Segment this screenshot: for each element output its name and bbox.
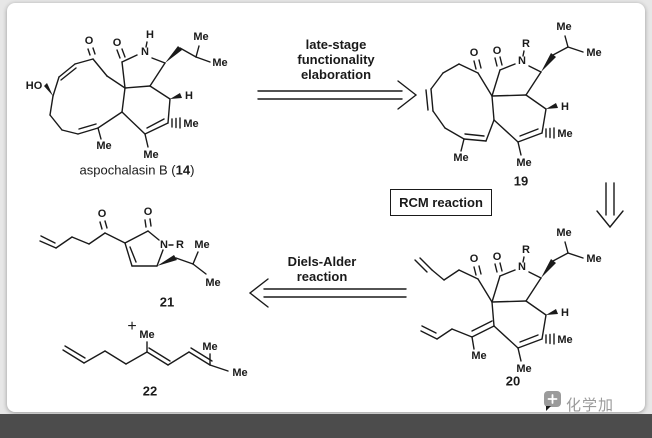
atom-label-H: H: [561, 101, 569, 113]
caption-text: ): [190, 162, 195, 178]
caption-compound-21: 21: [159, 294, 175, 310]
arrow-label-line: functionality: [297, 52, 375, 67]
structure-21: O N R O Me Me: [39, 206, 221, 289]
structure-19: O N R H Me Me Me Me O: [425, 21, 602, 169]
atom-label-Me: Me: [193, 31, 208, 43]
atom-label-Me: Me: [183, 118, 198, 130]
rcm-reaction-box: RCM reaction: [390, 189, 492, 216]
structure-20: O N R H Me Me Me Me O: [414, 227, 602, 375]
atom-label-N: N: [518, 55, 526, 67]
compound-number-14: 14: [175, 162, 191, 178]
structure-aspochalasin-b: O N H H Me Me Me Me O: [26, 29, 228, 161]
atom-label-Me: Me: [143, 149, 158, 161]
atom-label-Me: Me: [516, 363, 531, 375]
atom-label-Me: Me: [232, 367, 247, 379]
retro-arrow-right: [257, 80, 417, 110]
atom-label-H: H: [146, 29, 154, 41]
atom-label-Me: Me: [212, 57, 227, 69]
retro-arrow-left: [249, 278, 407, 308]
atom-label-Me: Me: [453, 152, 468, 164]
atom-label-Me: Me: [202, 341, 217, 353]
atom-label-O: O: [470, 47, 479, 59]
atom-label-O: O: [85, 35, 94, 47]
atom-label-Me: Me: [557, 334, 572, 346]
structure-22: Me Me Me: [62, 329, 248, 379]
arrow-label-line: Diels-Alder: [287, 254, 357, 269]
caption-aspochalasin-b: aspochalasin B (14): [80, 163, 195, 178]
atom-label-Me: Me: [96, 140, 111, 152]
atom-label-Me: Me: [139, 329, 154, 341]
atom-label-R: R: [522, 38, 530, 50]
atom-label-O: O: [493, 45, 502, 57]
arrow-label-line: elaboration: [300, 67, 372, 82]
atom-label-Me: Me: [586, 253, 601, 265]
atom-label-Me: Me: [205, 277, 220, 289]
atom-label-Me: Me: [557, 128, 572, 140]
atom-label-Me: Me: [194, 239, 209, 251]
atom-label-Me: Me: [586, 47, 601, 59]
plus-sign: +: [127, 318, 137, 335]
footer-bar: [0, 414, 652, 438]
caption-text: aspochalasin B (: [79, 162, 176, 178]
caption-compound-20: 20: [505, 373, 521, 389]
watermark-logo-icon: [544, 391, 561, 411]
atom-label-H: H: [561, 307, 569, 319]
arrow-label-line: late-stage: [305, 37, 367, 52]
arrow-label-diels-alder: Diels-Alder reaction: [288, 254, 357, 284]
watermark-text: 化学加: [566, 397, 615, 414]
atom-label-R: R: [522, 244, 530, 256]
atom-label-N: N: [141, 46, 149, 58]
atom-label-O: O: [493, 251, 502, 263]
atom-label-Me: Me: [516, 157, 531, 169]
retro-arrow-down: [596, 182, 624, 228]
atom-label-O: O: [144, 206, 153, 218]
atom-label-HO: HO: [26, 80, 43, 92]
rcm-reaction-label: RCM reaction: [399, 195, 483, 210]
caption-compound-19: 19: [513, 173, 529, 189]
atom-label-N: N: [518, 261, 526, 273]
atom-label-O: O: [470, 253, 479, 265]
atom-label-H: H: [185, 90, 193, 102]
atom-label-Me: Me: [471, 350, 486, 362]
atom-label-Me: Me: [556, 227, 571, 239]
caption-compound-22: 22: [142, 383, 158, 399]
atom-label-Me: Me: [556, 21, 571, 33]
atom-label-N: N: [160, 239, 168, 251]
arrow-label-line: reaction: [296, 269, 348, 284]
atom-label-O: O: [113, 37, 122, 49]
arrow-label-late-stage: late-stage functionality elaboration: [297, 37, 374, 82]
atom-label-O: O: [98, 208, 107, 220]
atom-label-R: R: [176, 239, 184, 251]
